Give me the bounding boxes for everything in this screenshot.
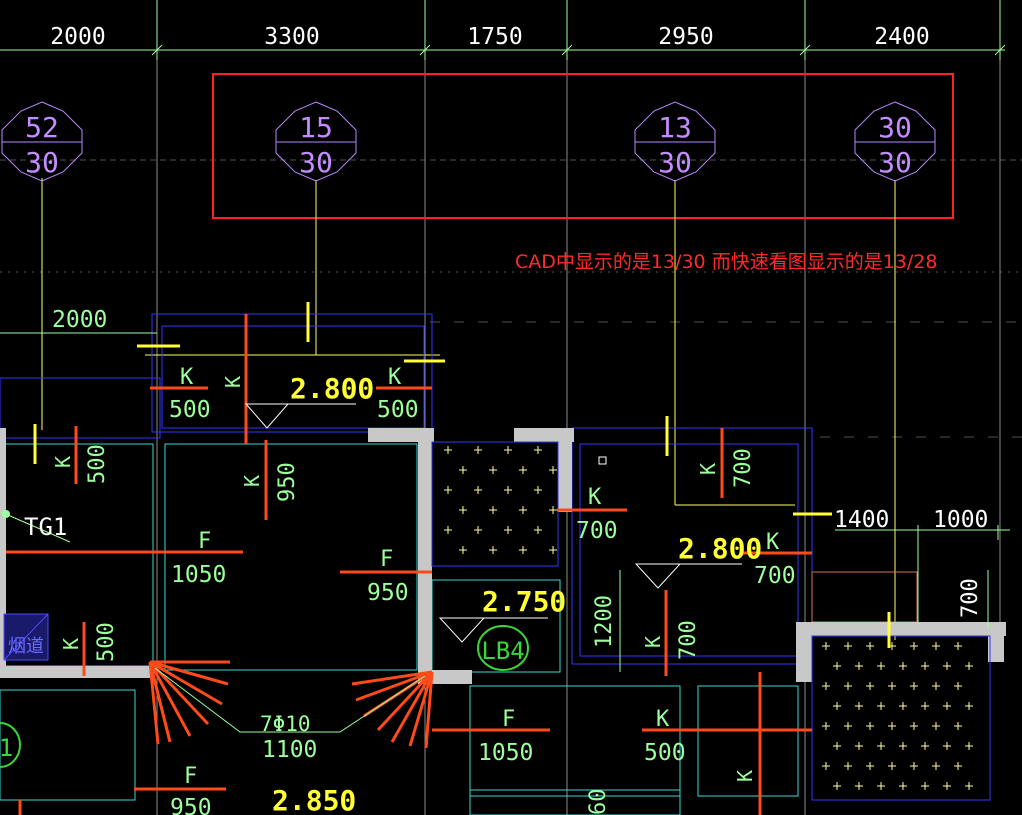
hatched-slab-1 bbox=[431, 441, 559, 567]
bubble-bottom: 30 bbox=[299, 146, 333, 179]
svg-text:950: 950 bbox=[275, 462, 300, 502]
flue-box: 烟道 bbox=[3, 613, 49, 661]
svg-text:K: K bbox=[59, 638, 83, 650]
rebar-fan-left bbox=[148, 660, 230, 745]
svg-text:F: F bbox=[198, 529, 211, 554]
bubble-top: 13 bbox=[658, 111, 692, 144]
svg-text:950: 950 bbox=[170, 795, 212, 815]
rebar-fan-right bbox=[351, 670, 434, 749]
bubble-30-30[interactable]: 30 30 bbox=[854, 101, 936, 182]
top-dimension-chain: 2000 3300 1750 2950 2400 bbox=[0, 0, 1006, 60]
svg-text:K: K bbox=[766, 530, 780, 555]
svg-text:K: K bbox=[656, 707, 670, 732]
hatched-slab-2 bbox=[811, 635, 991, 801]
svg-text:950: 950 bbox=[367, 580, 409, 606]
svg-text:500: 500 bbox=[377, 397, 419, 423]
rebar-leader bbox=[154, 667, 426, 733]
bubble-top: 52 bbox=[25, 111, 59, 144]
svg-text:700: 700 bbox=[576, 518, 618, 544]
svg-text:1050: 1050 bbox=[171, 562, 226, 588]
elevation-label: 2.800 bbox=[290, 372, 374, 405]
svg-text:K: K bbox=[221, 376, 245, 388]
walls bbox=[0, 428, 1006, 684]
dim-label: 3300 bbox=[264, 24, 319, 50]
svg-text:60: 60 bbox=[586, 789, 611, 815]
dim-label: 2000 bbox=[52, 307, 107, 333]
tg1-node bbox=[2, 510, 10, 518]
svg-text:500: 500 bbox=[644, 740, 686, 766]
svg-text:500: 500 bbox=[169, 397, 211, 423]
bubble-top: 30 bbox=[878, 111, 912, 144]
point-marker bbox=[598, 456, 607, 465]
tg1-label: TG1 bbox=[24, 513, 67, 541]
svg-text:K: K bbox=[240, 475, 264, 487]
partial-axis-bubble: 1 bbox=[0, 722, 21, 768]
svg-text:K: K bbox=[51, 456, 75, 468]
svg-text:1200: 1200 bbox=[592, 595, 617, 648]
dim-label: 1400 bbox=[834, 507, 889, 533]
slab-crosses bbox=[444, 446, 973, 790]
svg-text:500: 500 bbox=[94, 622, 119, 662]
elevation-marker: 2.800 bbox=[634, 532, 762, 589]
elevation-marker: 2.750 bbox=[438, 585, 566, 643]
svg-text:700: 700 bbox=[731, 448, 756, 488]
elevation-marker: 2.800 bbox=[244, 372, 374, 429]
svg-text:K: K bbox=[641, 636, 665, 648]
svg-text:K: K bbox=[388, 365, 402, 390]
secondary-dims bbox=[0, 332, 1010, 672]
elevation-label: 2.850 bbox=[272, 784, 356, 815]
svg-text:700: 700 bbox=[754, 563, 796, 589]
svg-text:1100: 1100 bbox=[262, 737, 317, 763]
svg-text:7Φ10: 7Φ10 bbox=[260, 712, 311, 736]
dim-label: 2400 bbox=[874, 24, 929, 50]
svg-text:F: F bbox=[502, 707, 515, 732]
svg-text:1: 1 bbox=[0, 734, 13, 762]
bubble-15-30[interactable]: 15 30 bbox=[275, 101, 357, 182]
elevation-label: 2.800 bbox=[678, 532, 762, 565]
dim-label: 1750 bbox=[467, 24, 522, 50]
svg-text:1050: 1050 bbox=[478, 740, 533, 766]
yellow-markers bbox=[33, 302, 891, 648]
svg-text:K: K bbox=[696, 463, 720, 475]
svg-text:F: F bbox=[184, 764, 197, 789]
bubble-bottom: 30 bbox=[25, 146, 59, 179]
bubble-bottom: 30 bbox=[658, 146, 692, 179]
beam-label-lb4[interactable]: LB4 bbox=[477, 625, 529, 671]
svg-text:K: K bbox=[588, 485, 602, 510]
annotation-text: CAD中显示的是13/30 而快速看图显示的是13/28 bbox=[515, 251, 937, 273]
flue-label: 烟道 bbox=[8, 636, 44, 657]
green-labels: 2000 K 500 K 500 K K 500 K 950 F 1050 F … bbox=[24, 307, 796, 815]
rebar-lines bbox=[6, 314, 812, 815]
dim-label: 1000 bbox=[933, 507, 988, 533]
bubble-52-30[interactable]: 52 30 bbox=[1, 101, 83, 182]
bubble-bottom: 30 bbox=[878, 146, 912, 179]
svg-text:F: F bbox=[380, 547, 393, 572]
elevation-label: 2.750 bbox=[482, 585, 566, 618]
svg-text:700: 700 bbox=[676, 620, 701, 660]
highlight-box bbox=[212, 73, 954, 219]
dim-label: 700 bbox=[958, 578, 983, 618]
bubble-top: 15 bbox=[299, 111, 333, 144]
svg-text:K: K bbox=[733, 770, 757, 782]
svg-text:K: K bbox=[180, 365, 194, 390]
dim-label: 2950 bbox=[658, 24, 713, 50]
svg-text:500: 500 bbox=[85, 444, 110, 484]
bubble-13-30[interactable]: 13 30 bbox=[634, 101, 716, 182]
lb4-text: LB4 bbox=[481, 637, 524, 665]
dim-label: 2000 bbox=[50, 24, 105, 50]
